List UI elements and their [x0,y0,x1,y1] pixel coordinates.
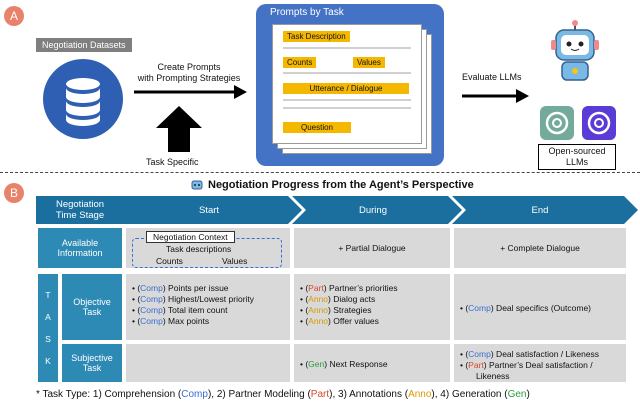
task-item: • (Comp) Max points [132,316,210,326]
tag-utterance: Utterance / Dialogue [283,83,409,94]
task-item: • (Comp) Total item count [132,305,228,315]
task-item: • (Anno) Strategies [300,305,372,315]
task-label: T A S K [36,272,60,384]
tag-question: Question [283,122,351,133]
stage-start: Start [198,204,220,216]
task-item: • (Gen) Next Response [300,359,388,369]
create-prompts-label: Create Prompts with Prompting Strategies [137,62,241,83]
prompt-document: Task Description Counts Values Utterance… [272,24,422,144]
complete-dialogue: + Complete Dialogue [500,243,580,253]
openai-icon-purple [582,106,616,140]
context-counts: Counts [156,256,183,266]
task-item: • (Anno) Dialog acts [300,294,376,304]
subjective-during-cell: • (Gen) Next Response [292,342,452,384]
task-item: • (Comp) Highest/Lowest priority [132,294,255,304]
task-item: • (Comp) Points per issue [132,283,229,293]
datasets-label: Negotiation Datasets [36,38,132,52]
stage-end: End [531,204,549,216]
during-info-cell: + Partial Dialogue [292,226,452,270]
robot-icon [551,20,599,81]
task-item: • (Comp) Deal specifics (Outcome) [460,303,591,313]
task-specific-label: Task Specific [146,157,199,167]
start-info-cell: Negotiation Context Task descriptions Co… [124,226,292,270]
tag-task-description: Task Description [283,31,350,42]
openai-icon-green [540,106,574,140]
section-divider [0,172,640,173]
tag-counts: Counts [283,57,317,68]
objective-end-cell: • (Comp) Deal specifics (Outcome) [452,272,628,342]
open-sourced-label: Open-sourced LLMs [538,144,616,170]
task-item: • (Part) Partner’s priorities [300,283,398,293]
objective-start-cell: • (Comp) Points per issue• (Comp) Highes… [124,272,292,342]
arrow-right-icon [134,85,247,99]
evaluate-arrow-icon [462,89,529,103]
stage-arrows [124,196,638,224]
robot-small-icon [191,180,203,190]
arrow-up-icon [156,106,202,152]
database-icon [43,59,123,139]
prompts-title: Prompts by Task [270,7,344,18]
task-item: • (Part) Partner’s Deal satisfaction / L… [460,360,593,381]
task-type-footnote: * Task Type: 1) Comprehension (Comp), 2)… [36,389,530,400]
task-item: • (Anno) Offer values [300,316,379,326]
context-task-descriptions: Task descriptions [166,244,232,254]
evaluate-label: Evaluate LLMs [462,72,522,82]
subjective-end-cell: • (Comp) Deal satisfaction / Likeness• (… [452,342,628,384]
objective-during-cell: • (Part) Partner’s priorities• (Anno) Di… [292,272,452,342]
subjective-start-cell [124,342,292,384]
tag-values: Values [353,57,385,68]
section-b-badge: B [4,183,24,203]
section-a-badge: A [4,6,24,26]
partial-dialogue: + Partial Dialogue [338,243,406,253]
end-info-cell: + Complete Dialogue [452,226,628,270]
context-title: Negotiation Context [146,231,235,243]
task-item: • (Comp) Deal satisfaction / Likeness [460,349,600,359]
section-b-title: Negotiation Progress from the Agent’s Pe… [208,179,474,191]
stage-during: During [359,204,387,216]
context-values: Values [222,256,248,266]
